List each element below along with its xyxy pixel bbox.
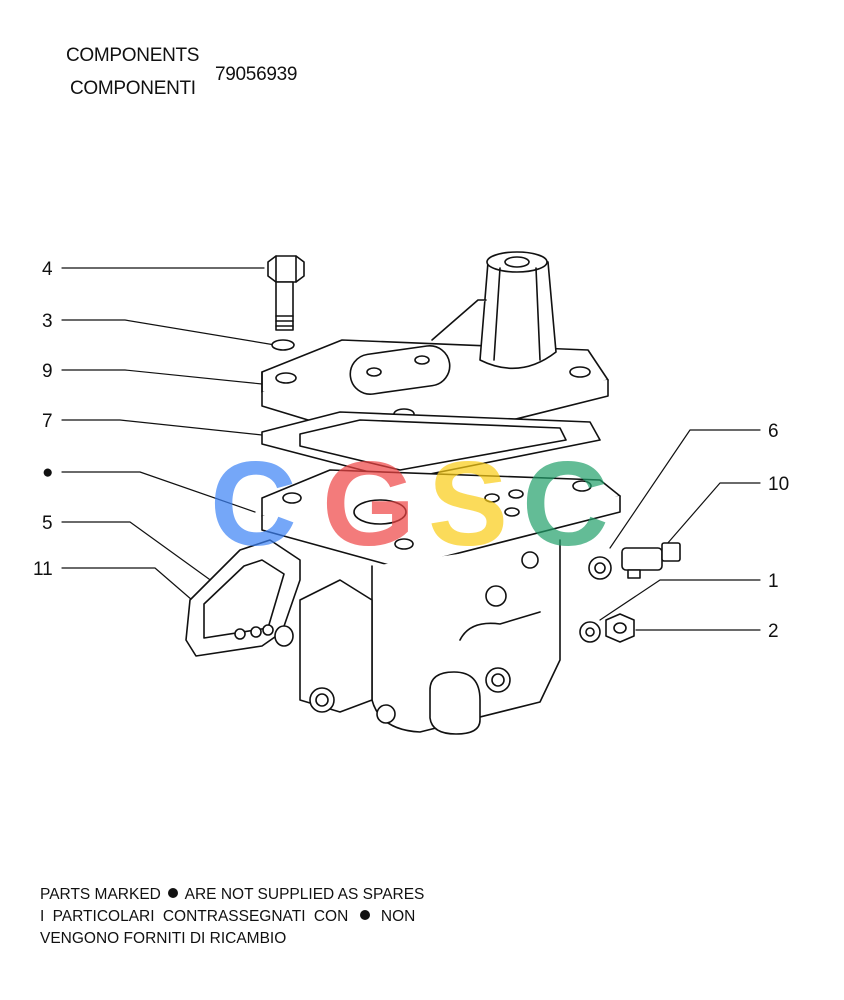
bullet-icon bbox=[168, 888, 179, 898]
lock-washer-part bbox=[271, 339, 295, 351]
nut-part bbox=[605, 613, 635, 643]
callout-2: 2 bbox=[768, 621, 779, 642]
note-text: NON bbox=[380, 908, 416, 925]
callout-11: 11 bbox=[33, 559, 53, 580]
callout-7: 7 bbox=[42, 411, 53, 432]
watermark-letter: G bbox=[322, 437, 415, 571]
callout-5: 5 bbox=[42, 513, 53, 534]
callout-10: 10 bbox=[768, 474, 789, 495]
callout-not-supplied: ● bbox=[42, 462, 53, 483]
note-line-english: PARTS MARKED ARE NOT SUPPLIED AS SPARES bbox=[40, 887, 424, 903]
title-italian: COMPONENTI bbox=[70, 78, 196, 99]
callout-3: 3 bbox=[42, 311, 53, 332]
note-text: PARTS MARKED bbox=[40, 886, 161, 903]
plug-part bbox=[621, 542, 681, 579]
leader-lines bbox=[61, 267, 761, 631]
side-plate-part bbox=[185, 539, 301, 657]
callout-9: 9 bbox=[42, 361, 53, 382]
o-ring-part bbox=[274, 625, 294, 647]
note-line-italian-2: VENGONO FORNITI DI RICAMBIO bbox=[40, 930, 287, 947]
title-english: COMPONENTS bbox=[66, 45, 200, 66]
note-line-italian-1: I PARTICOLARI CONTRASSEGNATI CON NON bbox=[40, 909, 415, 925]
note-text: ARE NOT SUPPLIED AS SPARES bbox=[184, 886, 425, 903]
part-number: 79056939 bbox=[215, 64, 298, 85]
housing-part bbox=[261, 469, 621, 735]
callout-1: 1 bbox=[768, 571, 779, 592]
bolt-part bbox=[267, 255, 305, 331]
cover-plate-part bbox=[261, 251, 609, 449]
watermark-logo: C G S C bbox=[210, 437, 609, 571]
bullet-icon bbox=[359, 910, 370, 920]
gasket-part bbox=[261, 411, 601, 481]
watermark-letter: C bbox=[522, 437, 609, 571]
watermark-letter: S bbox=[428, 437, 508, 571]
callout-6: 6 bbox=[768, 421, 779, 442]
note-text: I PARTICOLARI CONTRASSEGNATI CON bbox=[40, 908, 349, 925]
watermark-letter: C bbox=[210, 437, 297, 571]
callout-4: 4 bbox=[42, 259, 53, 280]
